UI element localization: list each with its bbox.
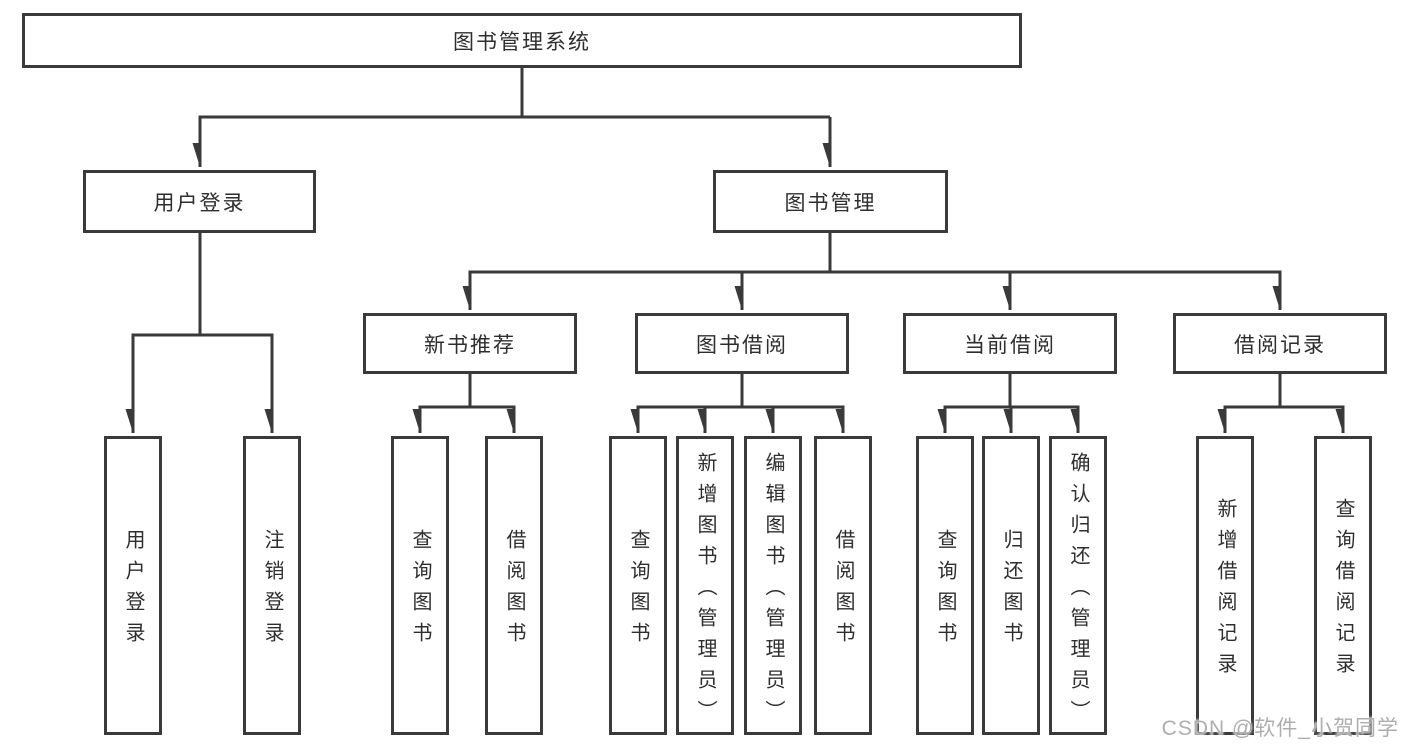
- node-current-borrow: 当前借阅: [903, 313, 1117, 374]
- leaf-user-login: 用户登录: [104, 436, 162, 735]
- connector-root-to-level1: [199, 68, 832, 167]
- leaf-query-books-recommend-label: 查询图书: [409, 529, 431, 653]
- leaf-confirm-return-admin-label: 确认归还（管理员）: [1067, 451, 1089, 731]
- node-library-system: 图书管理系统: [22, 13, 1022, 68]
- leaf-query-books-recommend: 查询图书: [391, 436, 449, 735]
- leaf-query-books-current-label: 查询图书: [934, 529, 956, 653]
- node-book-borrow: 图书借阅: [635, 313, 849, 374]
- leaf-query-borrow-record-label: 查询借阅记录: [1332, 498, 1354, 684]
- node-user-login: 用户登录: [83, 170, 316, 233]
- leaf-logout: 注销登录: [243, 436, 301, 735]
- node-borrow-record: 借阅记录: [1173, 313, 1387, 374]
- leaf-user-login-label: 用户登录: [122, 529, 144, 653]
- connector-book-mgmt-children: [469, 233, 1282, 310]
- leaf-logout-label: 注销登录: [261, 529, 283, 653]
- leaf-borrow-books-recommend-label: 借阅图书: [503, 529, 525, 653]
- leaf-add-books-admin-label: 新增图书（管理员）: [694, 451, 716, 731]
- leaf-add-borrow-record-label: 新增借阅记录: [1214, 498, 1236, 684]
- leaf-edit-books-admin-label: 编辑图书（管理员）: [762, 451, 784, 731]
- connector-current-borrow-children: [944, 374, 1080, 433]
- connector-user-login-children: [132, 233, 274, 433]
- leaf-return-books-label: 归还图书: [1000, 529, 1022, 653]
- csdn-watermark: CSDN @软件_小贺同学: [1161, 717, 1399, 740]
- connector-new-book-children: [419, 374, 516, 433]
- node-book-management: 图书管理: [713, 170, 948, 233]
- leaf-borrow-books: 借阅图书: [814, 436, 872, 735]
- leaf-query-books-borrow-label: 查询图书: [627, 529, 649, 653]
- leaf-return-books: 归还图书: [982, 436, 1040, 735]
- leaf-borrow-books-label: 借阅图书: [832, 529, 854, 653]
- leaf-confirm-return-admin: 确认归还（管理员）: [1049, 436, 1107, 735]
- leaf-add-borrow-record: 新增借阅记录: [1196, 436, 1254, 735]
- leaf-query-books-current: 查询图书: [916, 436, 974, 735]
- connector-book-borrow-children: [637, 374, 845, 433]
- node-new-book-recommend: 新书推荐: [363, 313, 577, 374]
- connector-borrow-record-children: [1224, 374, 1345, 433]
- leaf-edit-books-admin: 编辑图书（管理员）: [744, 436, 802, 735]
- leaf-query-books-borrow: 查询图书: [609, 436, 667, 735]
- leaf-query-borrow-record: 查询借阅记录: [1314, 436, 1372, 735]
- leaf-borrow-books-recommend: 借阅图书: [485, 436, 543, 735]
- leaf-add-books-admin: 新增图书（管理员）: [676, 436, 734, 735]
